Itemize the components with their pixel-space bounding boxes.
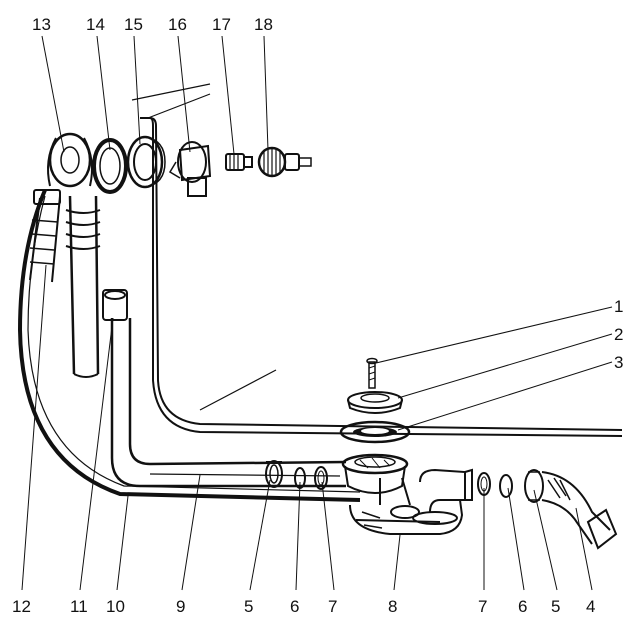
callout-13: 13 <box>32 15 51 34</box>
callout-labels: 1 2 3 4 5 6 7 8 7 6 5 9 10 11 12 13 14 1… <box>12 15 623 616</box>
actuator-housing <box>168 141 212 197</box>
trap-assembly <box>349 468 466 535</box>
callout-9: 9 <box>176 597 185 616</box>
callout-1: 1 <box>614 297 623 316</box>
callout-8: 8 <box>388 597 397 616</box>
drain-grate <box>347 391 403 414</box>
callout-7b: 7 <box>478 597 487 616</box>
overflow-pipe <box>65 195 101 378</box>
callout-6a: 6 <box>290 597 299 616</box>
plug-screw <box>366 357 378 389</box>
leader-lines <box>21 35 613 591</box>
callout-14: 14 <box>86 15 105 34</box>
callout-5a: 5 <box>244 597 253 616</box>
callout-6b: 6 <box>518 597 527 616</box>
callout-3: 3 <box>614 353 623 372</box>
drain-flange <box>339 420 411 444</box>
control-knob <box>257 146 312 178</box>
overflow-hose <box>29 189 61 283</box>
spindle <box>225 153 253 171</box>
callout-12: 12 <box>12 597 31 616</box>
callout-7a: 7 <box>328 597 337 616</box>
flange-ring <box>126 135 166 189</box>
callout-2: 2 <box>614 325 623 344</box>
callout-5b: 5 <box>551 597 560 616</box>
vertical-pipe-stub <box>102 289 128 321</box>
callout-17: 17 <box>212 15 231 34</box>
callout-4: 4 <box>586 597 595 616</box>
callout-16: 16 <box>168 15 187 34</box>
callout-18: 18 <box>254 15 273 34</box>
callout-15: 15 <box>124 15 143 34</box>
callout-10: 10 <box>106 597 125 616</box>
right-fittings <box>464 468 618 550</box>
callout-11: 11 <box>70 597 88 616</box>
overflow-body <box>47 132 93 188</box>
drain-pipe <box>110 318 347 488</box>
drain-body <box>341 453 409 494</box>
bathtub-outline <box>131 83 623 437</box>
